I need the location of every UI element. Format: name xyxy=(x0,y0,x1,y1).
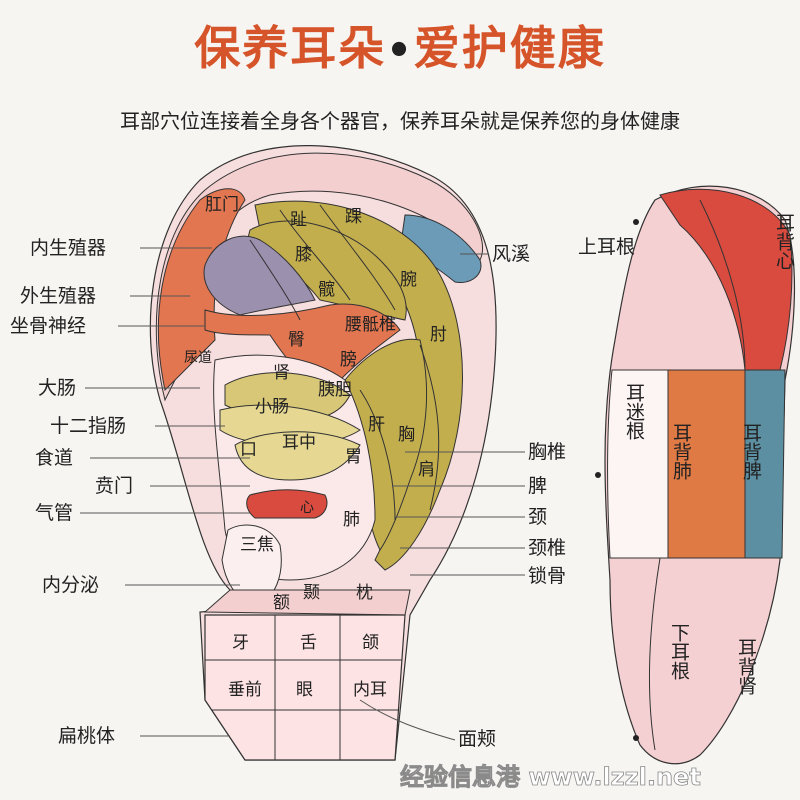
zone-pang: 膀 xyxy=(340,350,357,370)
label-fengxi: 风溪 xyxy=(492,243,530,265)
label-shangergen: 上耳根 xyxy=(578,236,635,258)
zone-zhen: 枕 xyxy=(356,583,373,603)
label-shidao: 食道 xyxy=(35,447,73,469)
zone-wan: 腕 xyxy=(400,270,417,290)
label-pi: 脾 xyxy=(528,475,547,497)
zone-he: 颌 xyxy=(362,633,379,653)
zone-she: 舌 xyxy=(300,633,317,653)
zone-ganmen: 肛门 xyxy=(205,195,239,215)
zone-tun: 臀 xyxy=(288,330,305,350)
zone-xi: 膝 xyxy=(295,245,312,265)
zone-wei: 胃 xyxy=(345,447,362,467)
label-waishengzhiqi: 外生殖器 xyxy=(20,285,96,307)
front-ear xyxy=(149,145,497,761)
label-mianjia: 面颊 xyxy=(458,728,496,750)
label-neifenmi: 内分泌 xyxy=(42,574,99,596)
label-xiongzhui: 胸椎 xyxy=(528,441,566,463)
zone-shen: 肾 xyxy=(273,363,290,383)
zone-nie: 颞 xyxy=(303,583,320,603)
zone-xiaochang: 小肠 xyxy=(255,397,289,417)
zone-ya: 牙 xyxy=(232,633,249,653)
label-jingzhui: 颈椎 xyxy=(528,537,566,559)
label-suogu: 锁骨 xyxy=(528,565,566,587)
label-zuogushenjing: 坐骨神经 xyxy=(10,315,86,337)
zone-yi-dan: 胰胆 xyxy=(318,380,352,400)
zone-neier: 内耳 xyxy=(353,680,387,700)
label-jing: 颈 xyxy=(528,506,547,528)
zone-erzhong: 耳中 xyxy=(282,433,316,453)
zone-huai: 踝 xyxy=(345,207,362,227)
label-shierzhichang: 十二指肠 xyxy=(50,415,126,437)
label-biantaoti: 扁桃体 xyxy=(58,725,115,747)
page-subtitle: 耳部穴位连接着全身各个器官，保养耳朵就是保养您的身体健康 xyxy=(120,109,680,133)
zone-niaodao: 尿道 xyxy=(184,350,212,366)
front-zone-labels: 肛门 趾 踝 膝 髋 腕 臀 腰骶椎 肘 肾 膀 尿道 胰胆 小肠 肝 耳中 口… xyxy=(184,195,447,700)
front-right-labels: 风溪 胸椎 脾 颈 颈椎 锁骨 面颊 xyxy=(359,243,566,750)
zone-chuiqian: 垂前 xyxy=(228,680,262,700)
zone-zhou: 肘 xyxy=(430,325,447,345)
zone-kuan: 髋 xyxy=(318,280,335,300)
label-benmen: 贲门 xyxy=(95,475,133,497)
zone-yaodizhui: 腰骶椎 xyxy=(345,315,396,335)
zone-jian: 肩 xyxy=(418,460,435,480)
label-neishengzhiqi: 内生殖器 xyxy=(30,237,106,259)
back-ear xyxy=(595,185,796,765)
page-title: 保养耳朵•爱护健康 xyxy=(0,12,800,78)
zone-sanjiao: 三焦 xyxy=(240,535,274,555)
zone-xiong: 胸 xyxy=(398,425,415,445)
title-dot: • xyxy=(386,28,414,74)
title-right: 爱护健康 xyxy=(413,21,606,75)
zone-fei: 肺 xyxy=(343,510,360,530)
zone-e: 额 xyxy=(273,593,290,613)
zone-ganzang: 肝 xyxy=(368,415,385,435)
title-left: 保养耳朵 xyxy=(194,21,387,75)
front-left-labels: 内生殖器 外生殖器 坐骨神经 大肠 十二指肠 食道 贲门 气管 内分泌 扁桃体 xyxy=(10,237,250,747)
label-dachang: 大肠 xyxy=(38,377,76,399)
zone-zhi: 趾 xyxy=(290,210,307,230)
watermark: 经验信息港 www.lzzl.net xyxy=(400,763,701,791)
zone-yan: 眼 xyxy=(296,680,313,700)
label-qiguan: 气管 xyxy=(35,502,73,524)
zone-xin: 心 xyxy=(300,500,314,516)
zone-kou: 口 xyxy=(240,440,257,460)
